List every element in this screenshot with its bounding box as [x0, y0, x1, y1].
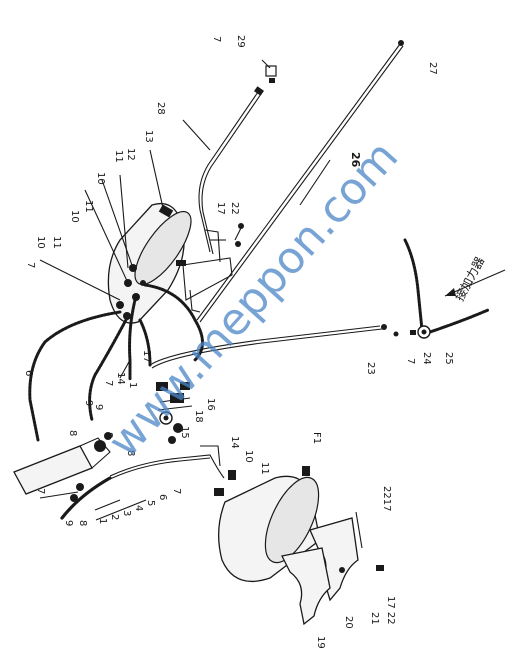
callout-9b: 9 [93, 404, 104, 410]
callout-21: 21 [369, 612, 380, 625]
callout-17-22: 17 22 [385, 596, 396, 625]
callout-14b: 14 [229, 436, 240, 449]
callout-F1: F1 [311, 432, 322, 444]
callout-1a: 1 [127, 382, 138, 388]
callout-8b: 8 [103, 432, 114, 438]
callout-3: 3 [121, 510, 132, 516]
central-valve-cluster [156, 382, 193, 444]
line-23 [149, 324, 399, 369]
callout-9a: 9 [83, 400, 94, 406]
leader-lines [39, 119, 331, 521]
callout-7f: 7 [35, 488, 46, 494]
rod-28 [198, 86, 264, 255]
callout-7e: 7 [171, 488, 182, 494]
callout-18: 18 [193, 410, 204, 423]
booster-label: 接加力器 [451, 254, 487, 303]
callout-28: 28 [155, 102, 166, 115]
callout-4: 4 [133, 505, 144, 511]
pipe-to-lower-tank [109, 445, 236, 496]
fittings-24 [410, 325, 431, 339]
callout-2217: 2217 [381, 486, 392, 511]
callout-24: 24 [421, 352, 432, 365]
callout-26: 26 [349, 152, 362, 168]
callout-2: 2 [109, 514, 120, 520]
callout-7a: 7 [211, 36, 222, 42]
callout-27: 27 [427, 62, 438, 75]
lower-tank-straps [281, 511, 384, 626]
callout-15: 15 [179, 426, 190, 439]
callout-23: 23 [365, 362, 376, 375]
rod-26-27 [196, 40, 404, 323]
callout-8a: 8 [67, 430, 78, 436]
callout-11c: 11 [51, 236, 62, 249]
callout-17b: 17 [141, 350, 152, 363]
callout-8d: 8 [77, 520, 88, 526]
callout-10b: 10 [69, 210, 80, 223]
callout-1b: 1 [97, 518, 108, 524]
callout-11a: 11 [113, 150, 124, 163]
booster-arrow [444, 269, 506, 297]
callout-29: 29 [235, 35, 246, 48]
callout-17a: 17 [215, 202, 226, 215]
callout-7b: 7 [25, 262, 36, 268]
callout-7c: 7 [405, 358, 416, 364]
callout-10a: 10 [95, 172, 106, 185]
callout-22a: 22 [229, 202, 240, 215]
callout-11b: 11 [83, 200, 94, 213]
callout-9c: 9 [63, 520, 74, 526]
callout-7d: 7 [103, 380, 114, 386]
callout-10c: 10 [35, 236, 46, 249]
fitting-29 [261, 59, 277, 83]
hoses [28, 238, 490, 442]
callout-5: 5 [145, 500, 156, 506]
lower-left-bracket [13, 432, 112, 520]
upper-air-tank [107, 202, 192, 324]
callout-11d: 11 [259, 462, 270, 475]
callout-25: 25 [443, 352, 454, 365]
callout-20: 20 [343, 616, 354, 629]
bracket-17-22 [182, 223, 244, 313]
callout-10d: 10 [243, 450, 254, 463]
callout-14a: 14 [115, 372, 126, 385]
callout-12: 12 [125, 148, 136, 161]
callout-6: 6 [23, 370, 34, 376]
callout-16: 16 [205, 398, 216, 411]
callout-13: 13 [143, 130, 154, 143]
callout-6b: 6 [157, 494, 168, 500]
callout-8c: 8 [125, 450, 136, 456]
callout-19: 19 [315, 636, 326, 649]
